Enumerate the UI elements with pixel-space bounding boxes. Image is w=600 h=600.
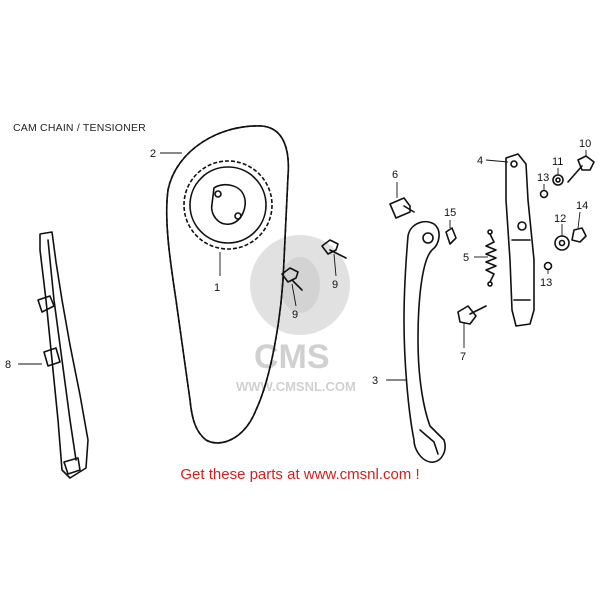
tensioner-spring-part <box>485 229 497 287</box>
callout-8: 8 <box>5 359 11 371</box>
callout-14: 14 <box>576 200 588 212</box>
callout-5: 5 <box>463 252 469 264</box>
adjuster-bolt-part <box>457 305 487 325</box>
callout-9-upper: 9 <box>332 279 338 291</box>
cam-sprocket-part <box>183 160 273 250</box>
nut-14-part <box>571 227 587 243</box>
footer-link-text[interactable]: Get these parts at www.cmsnl.com ! <box>180 466 420 483</box>
cam-chain-part <box>165 125 290 444</box>
callout-9-lower: 9 <box>292 309 298 321</box>
bolt-lower-part <box>281 267 303 291</box>
callout-4: 4 <box>477 155 483 167</box>
bolt-10-part <box>567 155 595 183</box>
leader-lines <box>18 150 587 381</box>
tensioner-arm-part <box>505 153 535 327</box>
washer-13-upper-part <box>539 189 549 199</box>
tensioner-pin-part <box>389 197 415 219</box>
callout-2: 2 <box>150 148 156 160</box>
bolt-upper-part <box>321 239 347 259</box>
callout-7: 7 <box>460 351 466 363</box>
watermark-url-text: WWW.CMSNL.COM <box>236 379 356 394</box>
callout-10: 10 <box>579 138 591 150</box>
washer-12-part <box>554 235 570 251</box>
callout-6: 6 <box>392 169 398 181</box>
callout-13-lower: 13 <box>540 277 552 289</box>
callout-12: 12 <box>554 213 566 225</box>
clip-part <box>445 227 457 245</box>
tensioner-slipper-part <box>403 220 446 463</box>
chain-guide-part <box>37 231 89 479</box>
callout-15: 15 <box>444 207 456 219</box>
diagram-title: CAM CHAIN / TENSIONER <box>13 122 146 134</box>
washer-13-lower-part <box>543 261 553 271</box>
watermark-logo: CMS WWW.CMSNL.COM <box>236 235 356 394</box>
watermark-logo-text: CMS <box>254 338 330 376</box>
callout-11: 11 <box>552 156 563 168</box>
callout-3: 3 <box>372 375 378 387</box>
callout-1: 1 <box>214 282 220 294</box>
nut-11-part <box>552 174 564 186</box>
callout-13-upper: 13 <box>537 172 549 184</box>
